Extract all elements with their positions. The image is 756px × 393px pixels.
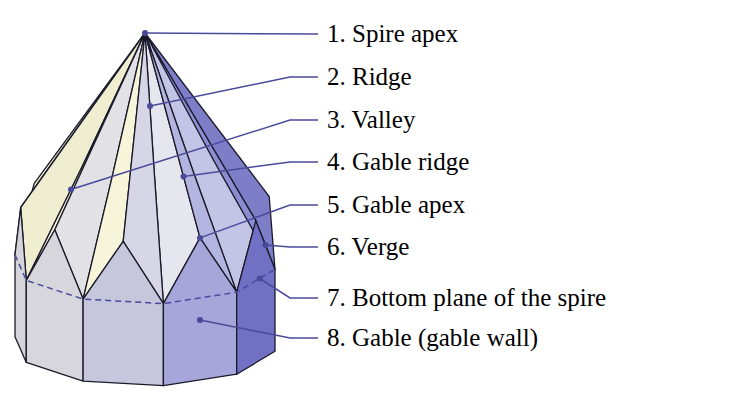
part-label: 7. Bottom plane of the spire	[327, 283, 606, 313]
leader-lines	[71, 33, 318, 338]
part-label: 1. Spire apex	[327, 19, 458, 49]
leader-line	[200, 205, 318, 238]
leader-line	[184, 162, 319, 176]
gable-walls	[15, 208, 275, 386]
part-label: 3. Valley	[327, 105, 415, 135]
leader-dot	[197, 317, 203, 323]
leader-line	[145, 33, 318, 34]
leader-dot	[257, 276, 263, 282]
leader-dots	[68, 30, 268, 323]
leader-line	[260, 279, 318, 299]
gable-wall	[26, 230, 83, 381]
gable-wall	[237, 221, 275, 375]
leader-line	[265, 245, 318, 247]
leader-dot	[142, 30, 148, 36]
leader-line	[200, 320, 318, 338]
part-label: 6. Verge	[327, 232, 409, 262]
leader-line	[71, 120, 318, 190]
leader-line	[150, 77, 318, 106]
part-label: 2. Ridge	[327, 62, 412, 92]
leader-dot	[147, 103, 153, 109]
leader-dot	[181, 173, 187, 179]
gable-wall	[163, 238, 236, 386]
leader-dot	[262, 242, 268, 248]
gable-wall	[83, 241, 163, 385]
bottom-plane-line	[15, 255, 275, 304]
part-label: 4. Gable ridge	[327, 147, 469, 177]
part-label: 8. Gable (gable wall)	[327, 323, 538, 353]
gable-wall	[15, 208, 26, 363]
leader-dot	[68, 187, 74, 193]
leader-dot	[197, 235, 203, 241]
part-label: 5. Gable apex	[327, 190, 465, 220]
